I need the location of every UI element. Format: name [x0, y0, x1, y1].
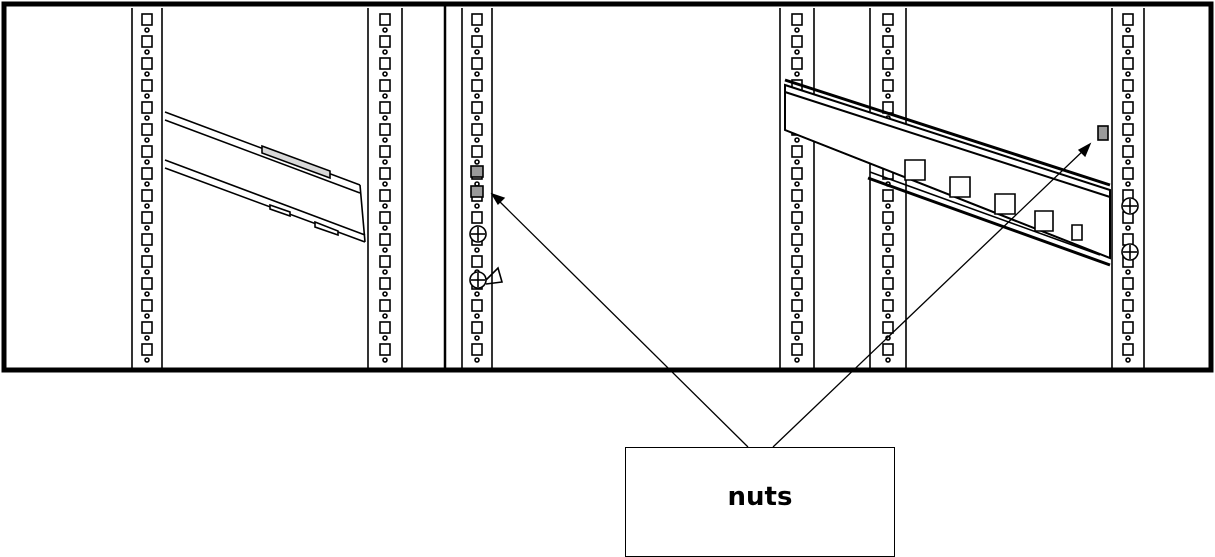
screw-icon — [469, 225, 504, 289]
callout-box — [625, 447, 895, 557]
cage-nut-middle — [470, 165, 484, 198]
callout-arrows — [490, 142, 1092, 448]
left-panel — [131, 8, 403, 368]
screw-icon — [1121, 197, 1139, 261]
middle-panel — [461, 8, 504, 368]
rack-post-left — [131, 8, 163, 368]
rack-post-right-b — [869, 8, 907, 368]
rack-post-right — [367, 8, 403, 368]
right-panel — [779, 8, 1145, 368]
callout-label: nuts — [727, 482, 793, 512]
mounting-rail-left — [164, 111, 366, 243]
mounting-rail-right — [784, 78, 1111, 267]
rack-post-right-c — [1111, 8, 1145, 368]
